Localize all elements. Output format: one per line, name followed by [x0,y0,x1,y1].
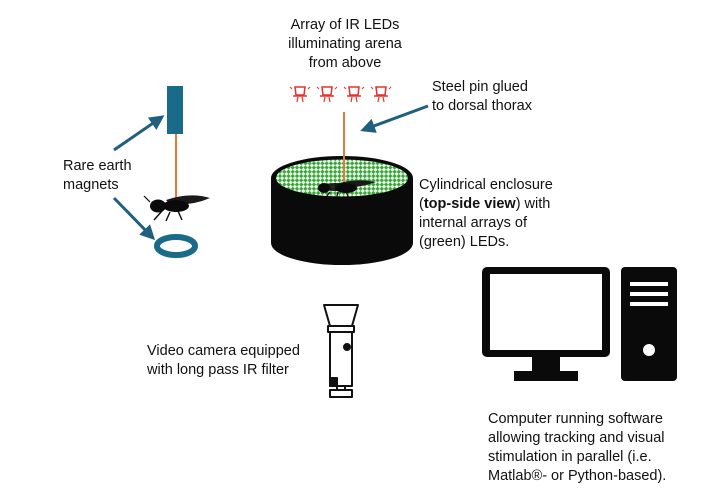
camera-label-line: Video camera equipped [147,343,300,359]
fly-icon [318,180,376,201]
magnets-label: Rare earth magnets [63,157,132,195]
camera-label-line: with long pass IR filter [147,362,289,378]
steel-pin-label: Steel pin glued to dorsal thorax [432,78,532,116]
monitor-base [514,371,578,381]
computer-label-line: Computer running software [488,411,663,427]
arrow-top-magnet [113,115,165,152]
ir-led-array [289,86,392,103]
tethered-fly-icon [143,195,210,222]
power-button-icon [643,344,655,356]
arrow-steel-pin [360,104,429,133]
computer-label-line: allowing tracking and visual [488,430,665,446]
camera-label: Video camera equipped with long pass IR … [147,342,300,380]
magnets-label-line: Rare earth [63,158,132,174]
video-camera-icon [323,304,359,398]
arrow-ring-magnet [112,196,156,241]
ir-led-icon [370,86,392,103]
ring-magnet [154,234,198,258]
enclosure-label-line: internal arrays of [419,215,527,231]
ir-leds-label-line: illuminating arena [288,36,402,52]
enclosure-label-line: Cylindrical enclosure [419,177,553,193]
computer-icon [482,267,677,381]
green-led-top-view [276,159,408,197]
ir-leds-label-line: from above [308,55,382,71]
monitor-stand [532,357,560,371]
ir-led-icon [316,86,338,103]
enclosure-label-line: (top-side view) with [419,196,551,212]
cylindrical-enclosure [271,156,413,265]
enclosure-label: Cylindrical enclosure (top-side view) wi… [419,176,553,252]
steel-pin-label-line: Steel pin glued [432,79,528,95]
steel-pin-label-line: to dorsal thorax [432,98,532,114]
monitor-screen [490,274,602,350]
ir-leds-label-line: Array of IR LEDs [290,17,400,33]
computer-label-line: Matlab®- or Python-based). [488,468,667,484]
enclosure-wall [271,178,413,265]
ir-led-icon [343,86,365,103]
computer-label: Computer running software allowing track… [488,410,666,486]
ir-leds-label: Array of IR LEDs illuminating arena from… [270,16,420,73]
enclosure-label-line: (green) LEDs. [419,234,510,250]
ir-led-icon [289,86,311,103]
computer-label-line: stimulation in parallel (i.e. [488,449,652,465]
top-magnet [167,86,183,134]
magnets-label-line: magnets [63,177,119,193]
